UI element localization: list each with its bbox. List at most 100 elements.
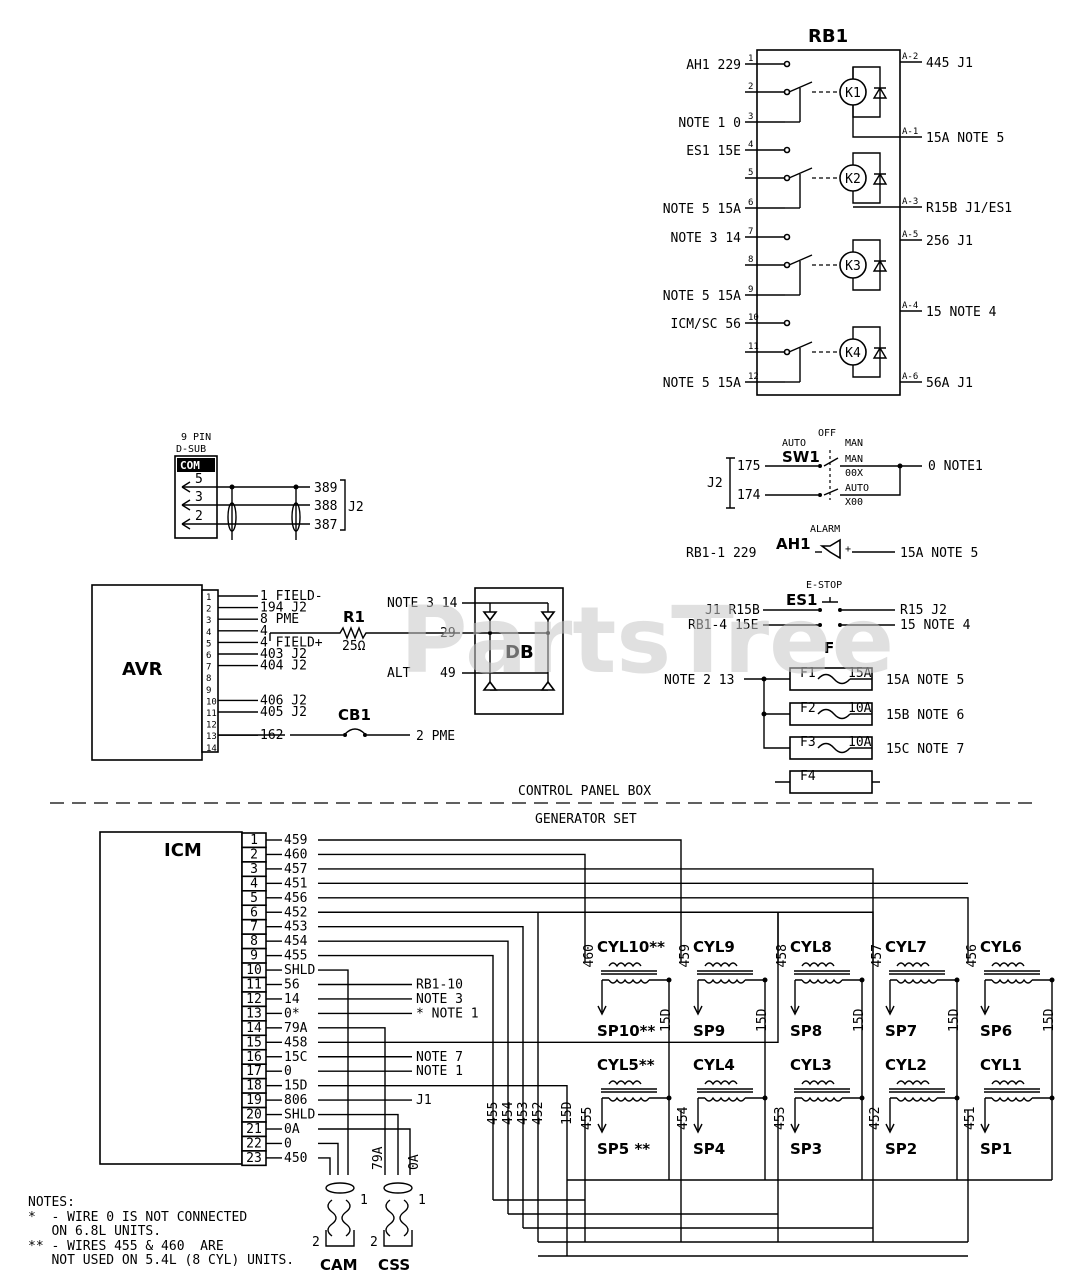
db-diode-bridge: DB NOTE 3 14 ALT 49 [387,587,564,715]
com-arrow-icon [181,481,191,493]
coil-name: CYL5** [597,1056,655,1074]
resistor-icon [270,626,460,640]
avr-pin-number: 8 [206,674,211,684]
com-wire-label: 387 [314,518,337,533]
ah1-left-label: RB1-1 229 [686,546,756,561]
spark-plug-label: SP3 [790,1140,822,1158]
icm-pin-number: 6 [250,905,258,920]
shield-icon [383,1182,413,1194]
rb1-left-label: NOTE 5 15A [663,289,741,304]
junction-dot [954,977,960,983]
coil-name: CYL6 [980,938,1022,956]
icm-pin-number: 13 [246,1006,262,1021]
coil-wire-label: 454 [676,1106,691,1130]
icm-pin-number: 18 [246,1079,262,1094]
css-wire-label: 0A [407,1154,422,1170]
fuse-element-icon [817,673,851,685]
relay-coil-wire [852,239,881,291]
diode-icons [482,611,556,691]
coil-core-icon [794,1088,850,1093]
icm-pin-number: 20 [246,1108,262,1123]
coil-secondary-icon [608,1096,650,1102]
com-wire-label: 389 [314,481,337,496]
notes-title: NOTES: [28,1195,75,1210]
com-arrow-icon [181,499,191,511]
notes-line-2: ON 6.8L UNITS. [28,1224,161,1239]
com-pin-number: 5 [195,472,203,487]
rb1-contact [783,319,791,327]
coil-sp-wire [984,1097,992,1130]
fuse-element-icon [817,708,851,720]
coil-name: CYL3 [790,1056,832,1074]
junction-dot [859,1095,865,1101]
spark-plug-arrow-icon [885,1005,895,1016]
coil-sp-wire [984,979,992,1012]
fuse-rating: 15A [848,666,872,681]
coil-core-icon [984,970,1040,975]
rb1-pin-number: 11 [748,342,759,352]
spark-plug-arrow-icon [980,1123,990,1134]
icm-wire-label: 454 [284,934,308,949]
breaker-icon [344,728,366,735]
icm-pin-number: 16 [246,1050,262,1065]
rb1-title: RB1 [808,26,848,47]
icm-wire-label: 456 [284,891,307,906]
db-in2-wire: 49 [440,666,456,681]
coil-sp-wire [794,1097,802,1130]
rb1-pin-number: 10 [748,313,759,323]
avr-pin-number: 6 [206,651,211,661]
coil-wire-label: 456 [965,944,980,967]
rb1-left-label: NOTE 3 14 [671,231,742,246]
junction-dot [954,1095,960,1101]
avr-pin-number: 3 [206,616,211,626]
icm-pin-number: 12 [246,992,262,1007]
css-wire-label: 79A [371,1146,386,1170]
icm-bus-wire [318,926,524,1228]
rb1-a-pin: A-2 [902,52,918,62]
icm-wire-label: 0A [284,1122,300,1137]
spark-plug-arrow-icon [597,1005,607,1016]
coil-core-icon [794,970,850,975]
alarm-horn-icon [819,538,841,560]
section-control-panel: CONTROL PANEL BOX [518,784,651,799]
sw1-contact-x00: X00 [845,497,863,508]
notes-line-1: * - WIRE 0 IS NOT CONNECTED [28,1210,247,1225]
sensor-pin-1: 1 [418,1193,426,1208]
spark-plug-label: SP2 [885,1140,917,1158]
rb1-pin-number: 5 [748,168,753,178]
spark-plug-label: SP9 [693,1022,725,1040]
r1-resistor: R1 25Ω 29 [270,608,460,654]
coil-sp-wire [697,1097,705,1130]
coil-wire-label: 460 [582,944,597,967]
icm-pin-number: 10 [246,963,262,978]
avr-pin-number: 4 [206,628,211,638]
bus-wire-label: 452 [531,1102,546,1125]
db-in1: NOTE 3 14 [387,596,458,611]
coil-secondary-icon [801,1096,843,1102]
sw1-out-label: 0 NOTE1 [928,459,983,474]
spark-plug-label: SP4 [693,1140,725,1158]
rb1-left-label: NOTE 5 15A [663,376,741,391]
rb1-pin-number: 4 [748,140,753,150]
es1-right-2: 15 NOTE 4 [900,618,971,633]
sensor-name: CAM [320,1256,358,1274]
junction-dot [859,977,865,983]
icm-pin-number: 2 [250,847,258,862]
fuse-output: 15B NOTE 6 [886,708,964,723]
coil-sp-wire [697,979,705,1012]
sw1-wires-out [840,465,922,496]
com-arrow-icon [181,518,191,530]
rb1-right-label: 56A J1 [926,376,973,391]
coil-primary-icon [896,962,930,968]
icm-wire-label: 0* [284,1006,300,1021]
coil-name: CYL10** [597,938,665,956]
rb1-contact [783,174,791,182]
avr-name: AVR [122,659,163,680]
avr-pin-number: 5 [206,639,211,649]
sw1-connector: J2 [707,476,723,491]
sensor-pin-2: 2 [312,1235,320,1250]
